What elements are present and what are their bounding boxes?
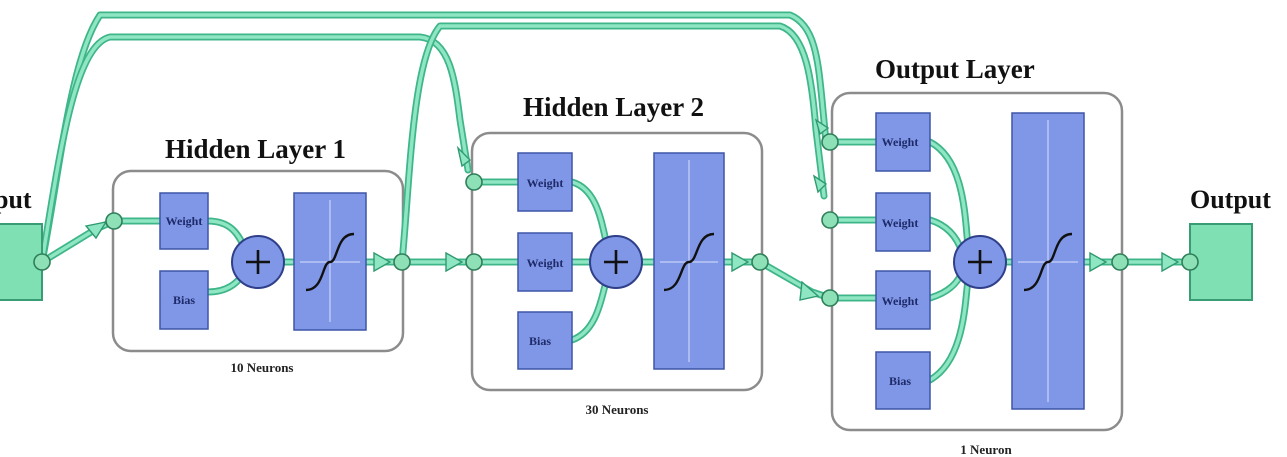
output-layer-weight-block xyxy=(875,192,931,252)
plus-icon xyxy=(246,250,270,274)
weight-label: Weight xyxy=(527,256,564,270)
sigmoid-icon xyxy=(305,232,355,292)
connection-nodes xyxy=(33,133,1199,307)
output-layer-weight-block xyxy=(875,112,931,172)
connection-node xyxy=(751,253,769,271)
hidden-layer-2-weight-block xyxy=(517,232,573,292)
output-layer-title: Output Layer xyxy=(875,54,1035,84)
connection-node xyxy=(393,253,411,271)
hidden-layer-1-neurons: 10 Neurons xyxy=(231,360,294,375)
output-title: Output xyxy=(1190,185,1271,214)
arrowhead xyxy=(814,118,830,136)
output-layer-neurons: 1 Neuron xyxy=(960,442,1012,457)
weight-label: Weight xyxy=(882,216,919,230)
output-layer-weight-block xyxy=(875,270,931,330)
bias-label: Bias xyxy=(173,293,195,307)
connection-node xyxy=(105,212,123,230)
connection-node xyxy=(465,253,483,271)
plus-icon xyxy=(968,250,992,274)
hidden-layer-1-weight-block xyxy=(159,192,209,250)
connection-node xyxy=(465,173,483,191)
connection-node xyxy=(821,289,839,307)
weight-label: Weight xyxy=(882,294,919,308)
hidden-layer-1-bias-block xyxy=(159,270,209,330)
bias-label: Bias xyxy=(529,334,551,348)
arrowheads xyxy=(84,118,1180,301)
output-layer-bias-block xyxy=(875,351,931,410)
arrowhead xyxy=(373,251,392,273)
arrowhead xyxy=(456,145,472,168)
hidden-layer-1-title: Hidden Layer 1 xyxy=(165,134,346,164)
weight-label: Weight xyxy=(527,176,564,190)
connection-node xyxy=(33,253,51,271)
plus-icon xyxy=(604,250,628,274)
bias-label: Bias xyxy=(889,374,911,388)
hidden-layer-2-title: Hidden Layer 2 xyxy=(523,92,704,122)
weight-label: Weight xyxy=(166,214,203,228)
arrowhead xyxy=(1161,251,1180,273)
connection-node xyxy=(821,211,839,229)
arrowhead xyxy=(445,251,464,273)
input-title: put xyxy=(0,185,32,214)
arrowhead xyxy=(731,251,750,273)
arrowhead xyxy=(1089,251,1108,273)
output-block xyxy=(1189,223,1253,301)
arrowhead xyxy=(812,174,828,194)
sigmoid-icon xyxy=(1023,232,1073,292)
connection-node xyxy=(821,133,839,151)
hidden-layer-2-weight-block xyxy=(517,152,573,212)
arrowhead xyxy=(799,280,820,301)
weight-label: Weight xyxy=(882,135,919,149)
hidden-layer-2-bias-block xyxy=(517,311,573,370)
connection-node xyxy=(1111,253,1129,271)
arrowhead xyxy=(84,220,108,240)
hidden-layer-2-neurons: 30 Neurons xyxy=(586,402,649,417)
connection-node xyxy=(1181,253,1199,271)
sigmoid-icon xyxy=(663,232,715,292)
